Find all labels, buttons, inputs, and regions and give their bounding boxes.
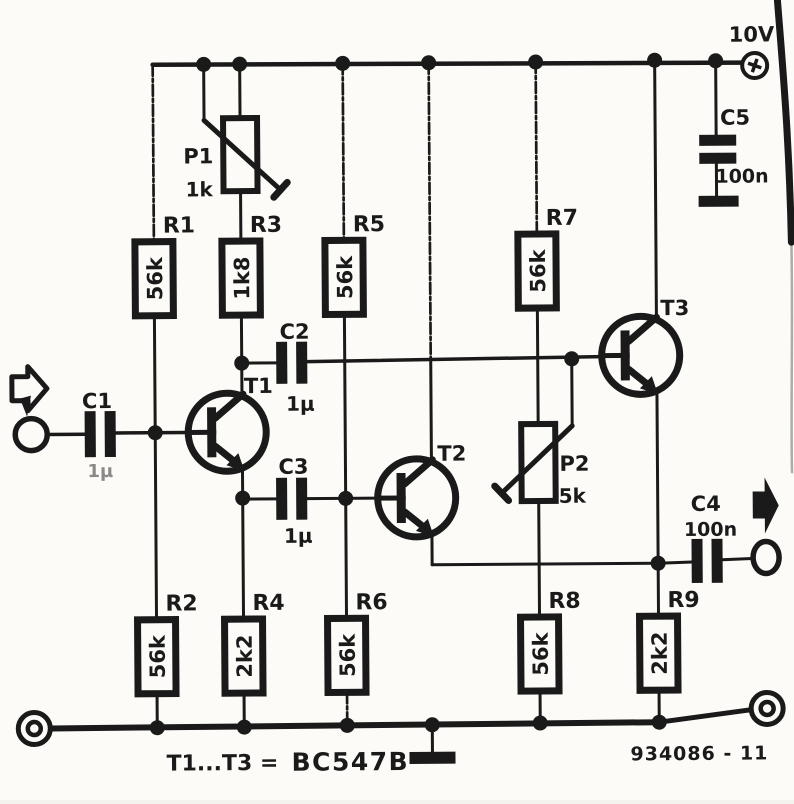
wire	[429, 63, 431, 360]
junction-dot	[338, 491, 353, 506]
resistor-R8-label: R8	[548, 589, 580, 614]
resistor-R9-value: 2k2	[648, 632, 672, 675]
resistor-R1-label: R1	[163, 213, 195, 238]
junction-dot	[150, 720, 165, 735]
circuit-note-prefix: T1...T3 =	[166, 751, 278, 777]
junction-dot	[651, 556, 666, 571]
junction-dot	[237, 720, 252, 735]
ground-terminal-right-inner	[761, 702, 774, 715]
wire	[716, 61, 717, 135]
resistor-R6-value: 56k	[336, 633, 360, 677]
wire	[154, 316, 156, 620]
wire	[536, 62, 537, 234]
capacitor-C3-plate	[276, 478, 287, 520]
junction-dot	[340, 718, 355, 733]
resistor-R8-value: 56k	[529, 631, 553, 675]
capacitor-C4-value: 100n	[684, 519, 737, 541]
resistor-R3-value: 1k8	[230, 256, 254, 299]
potentiometer-P1-value: 1k	[185, 177, 213, 201]
junction-dot	[234, 356, 249, 371]
wire	[432, 563, 658, 565]
capacitor-C2-value: 1µ	[286, 392, 315, 416]
output-arrow-icon	[753, 477, 779, 533]
resistor-R2-value: 56k	[146, 634, 170, 678]
output-terminal	[753, 541, 779, 573]
resistor-R7-label: R7	[546, 206, 578, 231]
supply-voltage-label: 10V	[729, 22, 775, 46]
schematic-drawing: R156kR31k8R556kR756kR256kR42k2R656kR856k…	[9, 0, 794, 779]
wire	[153, 65, 154, 242]
wire	[539, 501, 540, 617]
junction-dot	[564, 351, 579, 366]
wire	[308, 357, 601, 362]
junction-dot	[235, 491, 250, 506]
junction-dot	[421, 55, 436, 70]
resistor-R5-value: 56k	[333, 255, 357, 299]
potentiometer-P2-label: P2	[559, 452, 589, 476]
transistor-T3-label: T3	[660, 296, 689, 320]
resistor-R3-label: R3	[250, 213, 282, 238]
capacitor-C5-plate	[699, 135, 736, 146]
capacitor-C5-plate	[699, 153, 736, 164]
resistor-R1-value: 56k	[143, 256, 167, 300]
capacitor-C3-value: 1µ	[284, 524, 313, 548]
capacitor-C3-plate	[296, 478, 307, 520]
resistor-R4-value: 2k2	[233, 634, 257, 677]
capacitor-C5-label: C5	[720, 106, 750, 130]
capacitor-C4-label: C4	[691, 492, 721, 516]
junction-dot	[148, 425, 163, 440]
capacitor-C1-plate	[105, 411, 116, 457]
wire	[657, 394, 659, 616]
capacitor-C4-plate	[711, 539, 722, 583]
ground-icon	[409, 752, 455, 764]
resistor-R4-label: R4	[252, 591, 284, 616]
resistor-R5-label: R5	[353, 212, 385, 237]
potentiometer-P1-label: P1	[183, 144, 213, 168]
capacitor-C1-plate	[85, 411, 96, 457]
page-edge-shadow-faint	[790, 242, 793, 472]
junction-dot	[708, 53, 723, 68]
potentiometer-P2-body	[521, 424, 556, 501]
capacitor-C5-value: 100n	[715, 165, 768, 187]
figure-number: 934086 - 11	[630, 742, 768, 765]
potentiometer-P2-value: 5k	[559, 484, 587, 508]
junction-dot	[335, 56, 350, 71]
resistor-R2-label: R2	[165, 591, 197, 616]
wire	[537, 308, 538, 424]
capacitor-C2-plate	[296, 342, 307, 384]
capacitor-C2-label: C2	[279, 320, 309, 344]
wire	[659, 710, 752, 723]
wire	[431, 360, 432, 460]
wire	[241, 315, 242, 394]
junction-dot	[232, 57, 247, 72]
wire	[722, 559, 752, 560]
page-edge-shadow	[777, 0, 791, 242]
resistor-R9-label: R9	[667, 588, 699, 613]
junction-dot	[533, 715, 548, 730]
ground-terminal-left-inner	[28, 722, 41, 735]
wire	[655, 60, 657, 316]
junction-dot	[528, 54, 543, 69]
transistor-T2-label: T2	[437, 442, 466, 466]
capacitor-C3-label: C3	[278, 455, 308, 479]
capacitor-C2-plate	[276, 342, 287, 384]
resistor-R6-label: R6	[355, 590, 387, 615]
capacitor-C1-label: C1	[82, 389, 112, 413]
c5-ground-icon	[699, 196, 739, 207]
junction-dot	[652, 715, 667, 730]
transistor-T1-label: T1	[244, 374, 273, 398]
input-arrow-icon	[12, 366, 47, 410]
circuit-note-value: BC547B	[291, 747, 409, 777]
capacitor-C4-plate	[691, 539, 702, 583]
wire	[343, 63, 344, 240]
junction-dot	[196, 57, 211, 72]
resistor-R7-value: 56k	[526, 248, 550, 292]
input-terminal	[15, 418, 47, 450]
capacitor-C1-value: 1µ	[87, 461, 113, 482]
junction-dot	[425, 717, 440, 732]
junction-dot	[647, 53, 662, 68]
